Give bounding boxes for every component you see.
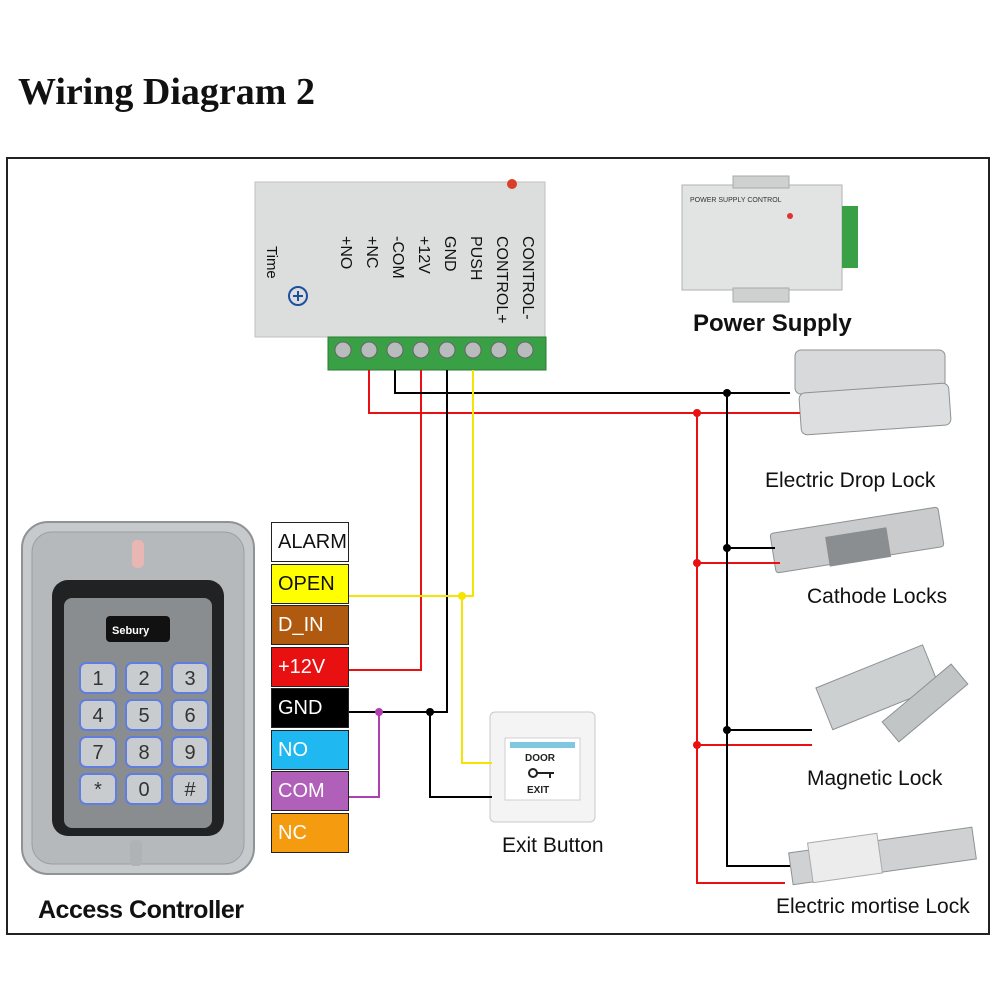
red-wire-bus bbox=[696, 413, 785, 884]
time-adjust-icon bbox=[288, 286, 308, 306]
keypad-key-label: * bbox=[94, 779, 102, 801]
purple-wire-com bbox=[349, 712, 380, 798]
power-supply-terminal-label: CONTROL- bbox=[519, 236, 536, 320]
power-supply-module bbox=[254, 179, 547, 371]
keypad-key bbox=[79, 662, 117, 694]
red-wire-12v bbox=[349, 370, 422, 671]
power-supply-terminal-label: PUSH bbox=[467, 236, 484, 281]
terminal-no: NO bbox=[271, 729, 349, 770]
keypad-key-label: 7 bbox=[92, 742, 103, 764]
terminal-d-in: D_IN bbox=[271, 605, 349, 645]
black-wire-com bbox=[394, 370, 790, 394]
keypad-key-label: 8 bbox=[138, 742, 149, 764]
power-supply-terminal-label: +12V bbox=[415, 236, 432, 274]
power-supply-terminal-label: +NC bbox=[363, 236, 380, 269]
keypad-key-label: # bbox=[184, 779, 196, 801]
exit-exit-text: EXIT bbox=[527, 785, 549, 796]
keypad-key bbox=[125, 662, 163, 694]
keypad-brand: Sebury bbox=[112, 625, 150, 637]
junction-dots bbox=[375, 389, 731, 749]
access-controller-label: Access Controller bbox=[38, 896, 244, 924]
terminal--12v: +12V bbox=[271, 646, 349, 687]
terminal-screws bbox=[334, 341, 534, 359]
keypad-key bbox=[171, 773, 209, 805]
terminal-open: OPEN bbox=[271, 563, 349, 604]
keypad-key-label: 4 bbox=[92, 705, 103, 727]
power-supply-photo-header: POWER SUPPLY CONTROL bbox=[690, 197, 782, 204]
terminal-com: COM bbox=[271, 771, 349, 811]
access-controller-device: Sebury 1 2 3 4 5 6 7 8 9 * 0 # bbox=[21, 521, 255, 875]
electric-drop-lock-device bbox=[794, 349, 952, 436]
keypad-key bbox=[171, 662, 209, 694]
magnetic-lock-label: Magnetic Lock bbox=[807, 767, 943, 790]
power-supply-photo: POWER SUPPLY CONTROL bbox=[681, 175, 858, 303]
diagram-title: Wiring Diagram 2 bbox=[18, 71, 315, 113]
exit-button-device: DOOR EXIT bbox=[489, 711, 596, 823]
keypad-key bbox=[79, 736, 117, 768]
black-wire-bus bbox=[726, 393, 790, 867]
red-wire-ps bbox=[368, 370, 800, 414]
electric-drop-lock-label: Electric Drop Lock bbox=[765, 469, 936, 492]
power-supply-terminal-label: GND bbox=[441, 236, 458, 272]
diagram-frame bbox=[6, 157, 990, 935]
terminal-alarm: ALARM bbox=[271, 522, 349, 562]
cathode-locks-label: Cathode Locks bbox=[807, 585, 948, 608]
power-supply-time-label: Time bbox=[263, 246, 280, 279]
yellow-wire-push bbox=[349, 370, 474, 597]
power-led-icon bbox=[507, 179, 517, 189]
keypad-key bbox=[125, 773, 163, 805]
power-supply-terminal-label: CONTROL+ bbox=[493, 236, 510, 324]
key-icon bbox=[528, 768, 554, 778]
keypad-key bbox=[79, 773, 117, 805]
keypad-keys: 1 2 3 4 5 6 7 8 9 * 0 # bbox=[79, 662, 209, 805]
keypad-key-label: 1 bbox=[92, 668, 103, 690]
keypad-key-label: 5 bbox=[138, 705, 149, 727]
keypad-key-label: 9 bbox=[184, 742, 195, 764]
exit-button-label: Exit Button bbox=[502, 834, 604, 857]
terminal-nc: NC bbox=[271, 812, 349, 853]
keypad-key-label: 6 bbox=[184, 705, 195, 727]
keypad-key bbox=[125, 699, 163, 731]
exit-door-text: DOOR bbox=[525, 753, 556, 764]
terminal-gnd: GND bbox=[271, 688, 349, 728]
keypad-key-label: 2 bbox=[138, 668, 149, 690]
electric-mortise-lock-label: Electric mortise Lock bbox=[776, 895, 970, 918]
black-wire-gnd bbox=[349, 370, 448, 713]
keypad-key-label: 3 bbox=[184, 668, 195, 690]
keypad-key bbox=[79, 699, 117, 731]
cathode-lock-device bbox=[769, 506, 945, 574]
keypad-key-label: 0 bbox=[138, 779, 149, 801]
power-supply-terminal-label: -COM bbox=[389, 236, 406, 279]
power-supply-terminal-label: +NO bbox=[337, 236, 354, 270]
keypad-key bbox=[171, 699, 209, 731]
keypad-key bbox=[171, 736, 209, 768]
magnetic-lock-device bbox=[815, 644, 969, 743]
keypad-key bbox=[125, 736, 163, 768]
power-supply-label: Power Supply bbox=[693, 310, 852, 337]
electric-mortise-lock-device bbox=[788, 826, 977, 886]
